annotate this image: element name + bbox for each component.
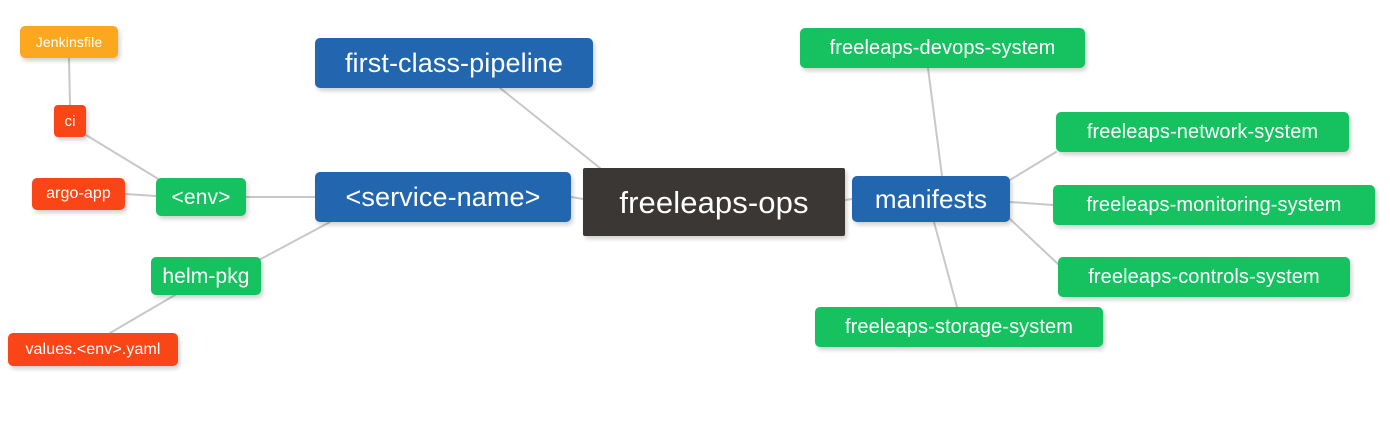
node-label: freeleaps-controls-system — [1088, 266, 1320, 288]
node-freeleaps-ops[interactable]: freeleaps-ops — [583, 168, 845, 236]
edge-ci-to-env — [85, 134, 161, 181]
edge-freeleaps-storage-system-to-manifests — [933, 221, 958, 308]
edge-helm-pkg-to-service-name — [258, 221, 331, 261]
node-jenkinsfile[interactable]: Jenkinsfile — [20, 26, 118, 58]
node-label: argo-app — [46, 185, 111, 202]
node-label: manifests — [874, 184, 988, 214]
node-label: ci — [64, 112, 76, 130]
node-freeleaps-network-system[interactable]: freeleaps-network-system — [1056, 112, 1349, 152]
node-freeleaps-devops-system[interactable]: freeleaps-devops-system — [800, 28, 1085, 68]
node-argo-app[interactable]: argo-app — [32, 178, 125, 210]
node-label: freeleaps-ops — [619, 184, 809, 220]
node-first-class-pipeline[interactable]: first-class-pipeline — [315, 38, 593, 88]
node-service-name[interactable]: <service-name> — [315, 172, 571, 222]
node-label: values.<env>.yaml — [25, 340, 161, 358]
node-freeleaps-controls-system[interactable]: freeleaps-controls-system — [1058, 257, 1350, 297]
node-env[interactable]: <env> — [156, 178, 246, 216]
node-freeleaps-monitoring-system[interactable]: freeleaps-monitoring-system — [1053, 185, 1375, 225]
edge-freeleaps-controls-system-to-manifests — [1009, 218, 1059, 265]
edge-freeleaps-devops-system-to-manifests — [927, 67, 943, 177]
edge-argo-app-to-env — [124, 193, 157, 197]
node-label: <env> — [171, 185, 231, 209]
edge-freeleaps-network-system-to-manifests — [1009, 151, 1057, 181]
node-manifests[interactable]: manifests — [852, 176, 1010, 222]
node-values-env-yaml[interactable]: values.<env>.yaml — [8, 333, 178, 366]
node-label: freeleaps-devops-system — [829, 37, 1056, 59]
node-label: Jenkinsfile — [35, 34, 103, 50]
node-label: first-class-pipeline — [344, 47, 564, 78]
node-label: freeleaps-monitoring-system — [1086, 194, 1342, 216]
node-freeleaps-storage-system[interactable]: freeleaps-storage-system — [815, 307, 1103, 347]
edge-freeleaps-monitoring-system-to-manifests — [1009, 201, 1054, 206]
edge-jenkinsfile-to-ci — [68, 57, 71, 106]
node-label: freeleaps-network-system — [1086, 121, 1319, 143]
node-label: freeleaps-storage-system — [844, 316, 1074, 338]
edge-service-name-to-freeleaps-ops — [570, 196, 584, 200]
edge-first-class-pipeline-to-freeleaps-ops — [499, 87, 601, 169]
edge-values-env-yaml-to-helm-pkg — [109, 294, 176, 334]
node-label: <service-name> — [345, 181, 541, 212]
node-ci[interactable]: ci — [54, 105, 86, 137]
node-label: helm-pkg — [162, 264, 250, 288]
edge-freeleaps-ops-to-manifests — [844, 198, 853, 201]
node-helm-pkg[interactable]: helm-pkg — [151, 257, 261, 295]
